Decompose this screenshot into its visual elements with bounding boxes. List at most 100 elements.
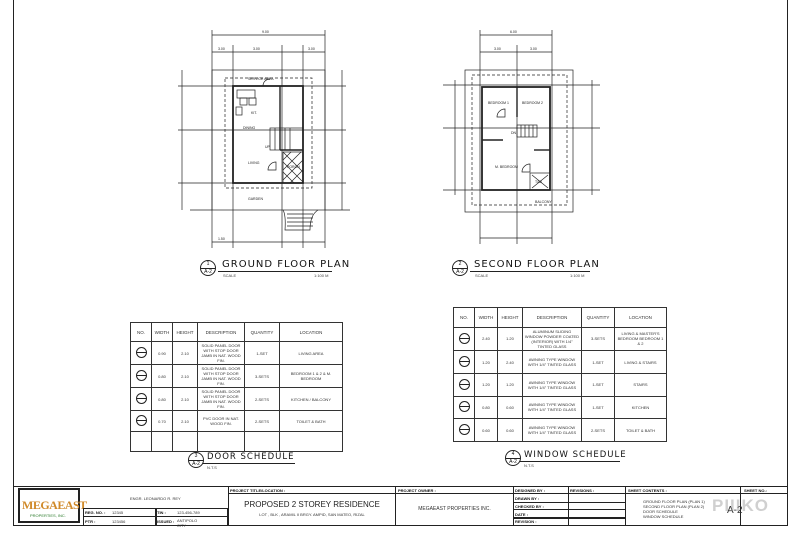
issued-value: ANTIPOLO CITY bbox=[177, 518, 198, 528]
cell-description: AWNING TYPE WINDOW WITH 1/4" TINTED GLAS… bbox=[522, 372, 582, 397]
checked-by-label: CHECKED BY : bbox=[515, 504, 544, 509]
schedule-mark bbox=[453, 372, 475, 397]
cell-location: TOILET & BATH bbox=[279, 410, 343, 432]
cell-quantity: 1-SET bbox=[581, 395, 615, 420]
schedule-mark-icon bbox=[135, 370, 147, 381]
cell-width: 1.20 bbox=[474, 372, 498, 397]
cell-width: 0.70 bbox=[151, 410, 173, 432]
project-location: LOT , BLK , ARAMIL II BRGY. AMPID, SAN M… bbox=[259, 512, 365, 517]
column-header: DESCRIPTION bbox=[522, 307, 582, 328]
cell-width: 0.80 bbox=[151, 387, 173, 411]
sheet-no-cell bbox=[740, 486, 788, 526]
revisions-cell bbox=[568, 486, 626, 526]
divider bbox=[228, 486, 788, 494]
logo-subtitle: PROPERTIES, INC. bbox=[30, 513, 66, 518]
cell-quantity: 2-SETS bbox=[581, 418, 615, 442]
cell-height: 1.20 bbox=[497, 326, 523, 352]
tin-value: 123-456-789 bbox=[177, 510, 200, 515]
sheet-no-label: SHEET NO.: bbox=[744, 488, 767, 493]
cell-quantity: 3-SETS bbox=[244, 364, 280, 388]
schedule-mark-icon bbox=[458, 424, 470, 436]
revisions-label: REVISIONS : bbox=[570, 488, 595, 493]
room-label-porch: PORCH bbox=[287, 165, 300, 169]
scale-value: 1:100 M bbox=[570, 273, 585, 278]
schedule-mark-icon bbox=[458, 356, 470, 368]
title-underline bbox=[218, 271, 332, 272]
schedule-mark bbox=[130, 410, 152, 432]
project-owner: MEGAEAST PROPERTIES INC. bbox=[418, 506, 491, 512]
date-label: DATE : bbox=[515, 512, 529, 517]
schedule-mark bbox=[130, 387, 152, 411]
designed-by-label: DESIGNED BY : bbox=[515, 488, 545, 493]
cell-height: 2.10 bbox=[172, 410, 198, 432]
cell-location: TOILET & BATH bbox=[614, 418, 667, 442]
schedule-mark bbox=[130, 364, 152, 388]
cell-description: SOLID PANEL DOOR WITH STOP DOOR JAMB IN … bbox=[197, 341, 245, 365]
revision-label: REVISION : bbox=[515, 519, 537, 524]
schedule-mark-icon bbox=[458, 332, 470, 344]
dimension-label: 6.00 bbox=[510, 30, 517, 34]
cell-description: AWNING TYPE WINDOW WITH 1/4" TINTED GLAS… bbox=[522, 350, 582, 374]
room-label-garden: GARDEN bbox=[248, 197, 263, 201]
logo-box: MEGAEAST PROPERTIES, INC. bbox=[18, 488, 87, 523]
room-label-bedroom-1: BEDROOM 1 bbox=[488, 101, 509, 105]
scale-note: N.T.S bbox=[207, 465, 217, 470]
column-header: DESCRIPTION bbox=[197, 322, 245, 342]
cell-description: AWNING TYPE WINDOW WITH 1/4" TINTED GLAS… bbox=[522, 395, 582, 420]
title-underline bbox=[470, 271, 590, 272]
schedule-mark bbox=[453, 395, 475, 420]
column-header: NO. bbox=[453, 307, 475, 328]
column-header: QUANTITY bbox=[581, 307, 615, 328]
dimension-label: 3.00 bbox=[530, 47, 537, 51]
dimension-label: 3.00 bbox=[494, 47, 501, 51]
megaeast-logo: MEGAEAST bbox=[22, 498, 87, 512]
title-underline bbox=[520, 461, 620, 462]
schedule-mark bbox=[453, 418, 475, 442]
ground-floor-plan-drawing: SERVICE AREA KIT. DINING LIVING PORCH GA… bbox=[178, 30, 350, 248]
cell-height: 2.10 bbox=[172, 364, 198, 388]
reg-label: REG. NO. : bbox=[85, 510, 106, 515]
table-header-row: NO. WIDTH HEIGHT DESCRIPTION QUANTITY LO… bbox=[453, 307, 667, 328]
cell-height: 2.40 bbox=[497, 350, 523, 374]
sheet-border-right bbox=[787, 0, 788, 526]
dimension-label: 3.00 bbox=[253, 47, 260, 51]
sheet-contents-item: DOOR SCHEDULE bbox=[643, 509, 678, 514]
scale-note: N.T.S bbox=[524, 463, 534, 468]
table-header-row: NO. WIDTH HEIGHT DESCRIPTION QUANTITY LO… bbox=[130, 322, 343, 342]
cell-height: 0.60 bbox=[497, 418, 523, 442]
room-label-toilet-bath: T&B bbox=[535, 180, 542, 184]
scale-value: 1:100 M bbox=[314, 273, 329, 278]
column-header: WIDTH bbox=[151, 322, 173, 342]
cell-quantity: 1-SET bbox=[244, 341, 280, 365]
column-header: LOCATION bbox=[614, 307, 667, 328]
room-label-balcony: BALCONY bbox=[535, 200, 552, 204]
schedule-mark bbox=[453, 350, 475, 374]
cell-quantity: 3-SETS bbox=[581, 326, 615, 352]
cell-quantity: 1-SET bbox=[581, 350, 615, 374]
cell-height: 1.20 bbox=[497, 372, 523, 397]
divider bbox=[155, 508, 157, 526]
cell-location: LIVING & MASTER'S BEDROOM BEDROOM 1 & 2 bbox=[614, 326, 667, 352]
cell-location: KITCHEN bbox=[614, 395, 667, 420]
sheet-contents-label: SHEET CONTENTS : bbox=[628, 488, 667, 493]
project-title-label: PROJECT TITLE/LOCATION : bbox=[230, 488, 286, 493]
cell-quantity: 1-SET bbox=[581, 372, 615, 397]
column-header: HEIGHT bbox=[172, 322, 198, 342]
cell-width: 1.20 bbox=[474, 350, 498, 374]
tin-label: TIN : bbox=[157, 510, 166, 515]
column-header: WIDTH bbox=[474, 307, 498, 328]
sheet-number: A-2 bbox=[727, 505, 743, 516]
dimension-label: 9.00 bbox=[262, 30, 269, 34]
cell-location: LIVING AREA bbox=[279, 341, 343, 365]
scale-label: SCALE bbox=[475, 273, 489, 278]
cell-description: PVC DOOR IN NAT. WOOD FIN. bbox=[197, 410, 245, 432]
schedule-mark-icon bbox=[135, 347, 147, 358]
cell-quantity: 2-SETS bbox=[244, 387, 280, 411]
cell-width: 0.80 bbox=[151, 364, 173, 388]
